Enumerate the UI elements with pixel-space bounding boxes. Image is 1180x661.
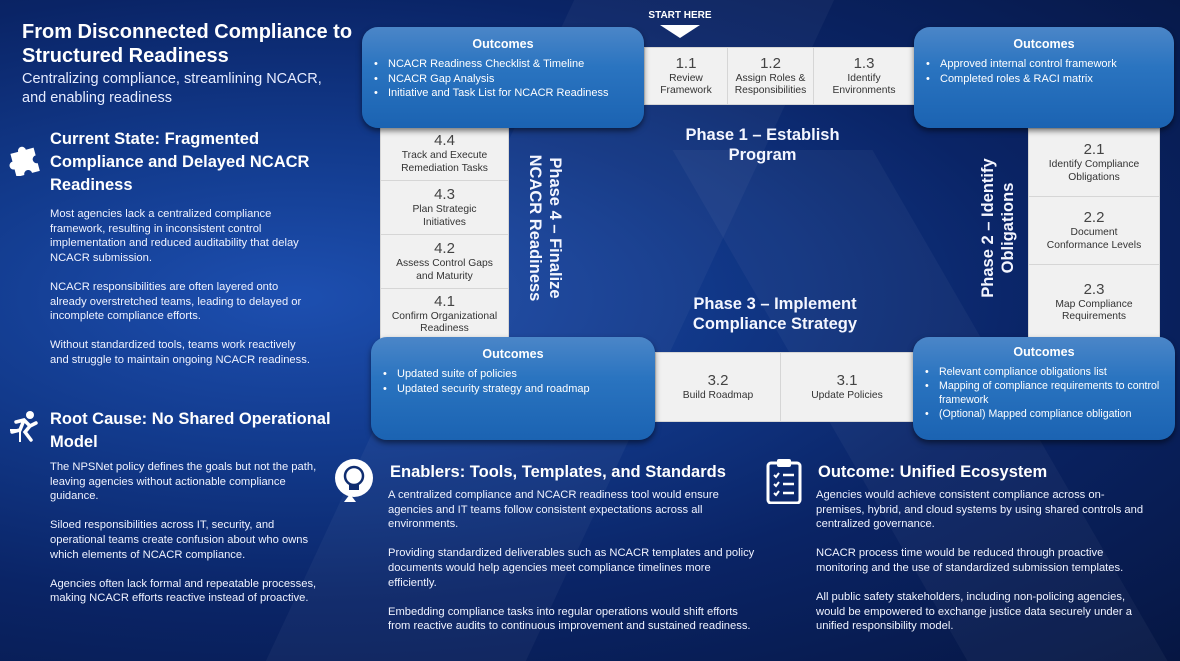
step-number: 1.2 <box>760 54 781 72</box>
paragraph: Without standardized tools, teams work r… <box>50 339 310 366</box>
step-number: 4.3 <box>434 186 455 203</box>
root-cause-text: The NPSNet policy defines the goals but … <box>50 460 325 621</box>
step-number: 4.4 <box>434 132 455 149</box>
outcomes-heading: Outcomes <box>482 347 544 361</box>
paragraph: All public safety stakeholders, includin… <box>816 591 1132 633</box>
phase-4-outcomes: Outcomes Updated suite of policiesUpdate… <box>371 337 655 440</box>
puzzle-icon <box>9 146 40 176</box>
phase-3-label: Phase 3 – Implement Compliance Strategy <box>692 295 858 333</box>
step-label: Assess Control Gaps and Maturity <box>396 258 493 282</box>
phase-1-outcomes: Outcomes NCACR Readiness Checklist & Tim… <box>362 27 644 128</box>
paragraph: A centralized compliance and NCACR readi… <box>388 489 719 531</box>
start-arrow-icon <box>660 25 700 38</box>
paragraph: Embedding compliance tasks into regular … <box>388 605 751 633</box>
step-number: 2.3 <box>1083 280 1105 298</box>
outcomes-heading: Outcomes <box>1013 345 1075 359</box>
step-number: 1.1 <box>675 54 697 72</box>
step-label: Plan Strategic Initiatives <box>412 204 477 228</box>
paragraph: NCACR process time would be reduced thro… <box>816 547 1124 574</box>
enablers-text: A centralized compliance and NCACR readi… <box>388 488 760 649</box>
paragraph: NCACR responsibilities are often layered… <box>50 280 302 323</box>
step-label: Map Compliance Requirements <box>1055 298 1133 323</box>
outcome-item: Initiative and Task List for NCACR Readi… <box>372 86 634 101</box>
step-number: 1.3 <box>853 54 875 72</box>
step-number: 3.2 <box>707 371 729 389</box>
clipboard-checklist-icon <box>766 459 802 504</box>
outcome-item: Updated suite of policies <box>381 367 645 382</box>
phase-3-outcomes: Outcomes Relevant compliance obligations… <box>913 337 1175 440</box>
step-label: Document Conformance Levels <box>1046 227 1142 251</box>
outcomes-heading: Outcomes <box>1013 37 1075 51</box>
outcome-item: Mapping of compliance requirements to co… <box>923 379 1165 407</box>
outcome-item: (Optional) Mapped compliance obligation <box>923 407 1165 421</box>
page-subtitle: Centralizing compliance, streamlining NC… <box>22 71 322 106</box>
paragraph: Providing standardized deliverables such… <box>388 547 755 589</box>
paragraph: The NPSNet policy defines the goals but … <box>50 461 317 503</box>
current-state-heading: Current State: Fragmented Compliance and… <box>50 130 310 194</box>
step-label: Confirm Organizational Readiness <box>391 310 498 335</box>
paragraph: Siloed responsibilities across IT, secur… <box>50 519 309 561</box>
current-state-text: Most agencies lack a centralized complia… <box>50 207 315 382</box>
outcome-heading: Outcome: Unified Ecosystem <box>818 463 1048 481</box>
start-here-label: START HERE <box>648 10 712 21</box>
paragraph: Most agencies lack a centralized complia… <box>50 208 299 264</box>
outcome-item: Completed roles & RACI matrix <box>924 72 1164 87</box>
phase-2-label: Phase 2 – Identify Obligations <box>979 158 1017 298</box>
outcome-item: NCACR Readiness Checklist & Timeline <box>372 57 634 72</box>
outcome-item: Relevant compliance obligations list <box>923 365 1165 379</box>
paragraph: Agencies would achieve consistent compli… <box>816 489 1144 531</box>
step-number: 4.1 <box>434 292 455 310</box>
enablers-heading: Enablers: Tools, Templates, and Standard… <box>390 463 726 481</box>
root-cause-heading: Root Cause: No Shared Operational Model <box>50 410 331 451</box>
step-number: 4.2 <box>434 240 455 257</box>
phase-4-label: Phase 4 – Finalize NCACR Readiness <box>526 154 564 302</box>
outcome-item: Approved internal control framework <box>924 57 1164 72</box>
paragraph: Agencies often lack formal and repeatabl… <box>50 577 317 605</box>
phase-2-outcomes: Outcomes Approved internal control frame… <box>914 27 1174 128</box>
hurdle-runner-icon <box>10 411 38 442</box>
outcome-item: Updated security strategy and roadmap <box>381 382 645 397</box>
page-title: From Disconnected Compliance to Structur… <box>22 21 353 67</box>
step-number: 2.1 <box>1083 141 1105 158</box>
step-label: Assign Roles & Responsibilities <box>734 72 807 97</box>
lightbulb-icon <box>335 459 373 502</box>
step-number: 3.1 <box>836 371 858 389</box>
step-label: Update Policies <box>811 389 883 401</box>
outcomes-heading: Outcomes <box>472 37 534 51</box>
step-label: Identify Environments <box>832 72 896 97</box>
step-label: Review Framework <box>660 72 712 97</box>
step-label: Build Roadmap <box>682 389 754 401</box>
phase-1-label: Phase 1 – Establish Program <box>685 126 840 164</box>
outcome-item: NCACR Gap Analysis <box>372 72 634 87</box>
step-label: Track and Execute Remediation Tasks <box>401 150 488 174</box>
step-label: Identify Compliance Obligations <box>1048 159 1140 183</box>
outcome-text: Agencies would achieve consistent compli… <box>816 488 1152 649</box>
step-number: 2.2 <box>1083 209 1105 226</box>
